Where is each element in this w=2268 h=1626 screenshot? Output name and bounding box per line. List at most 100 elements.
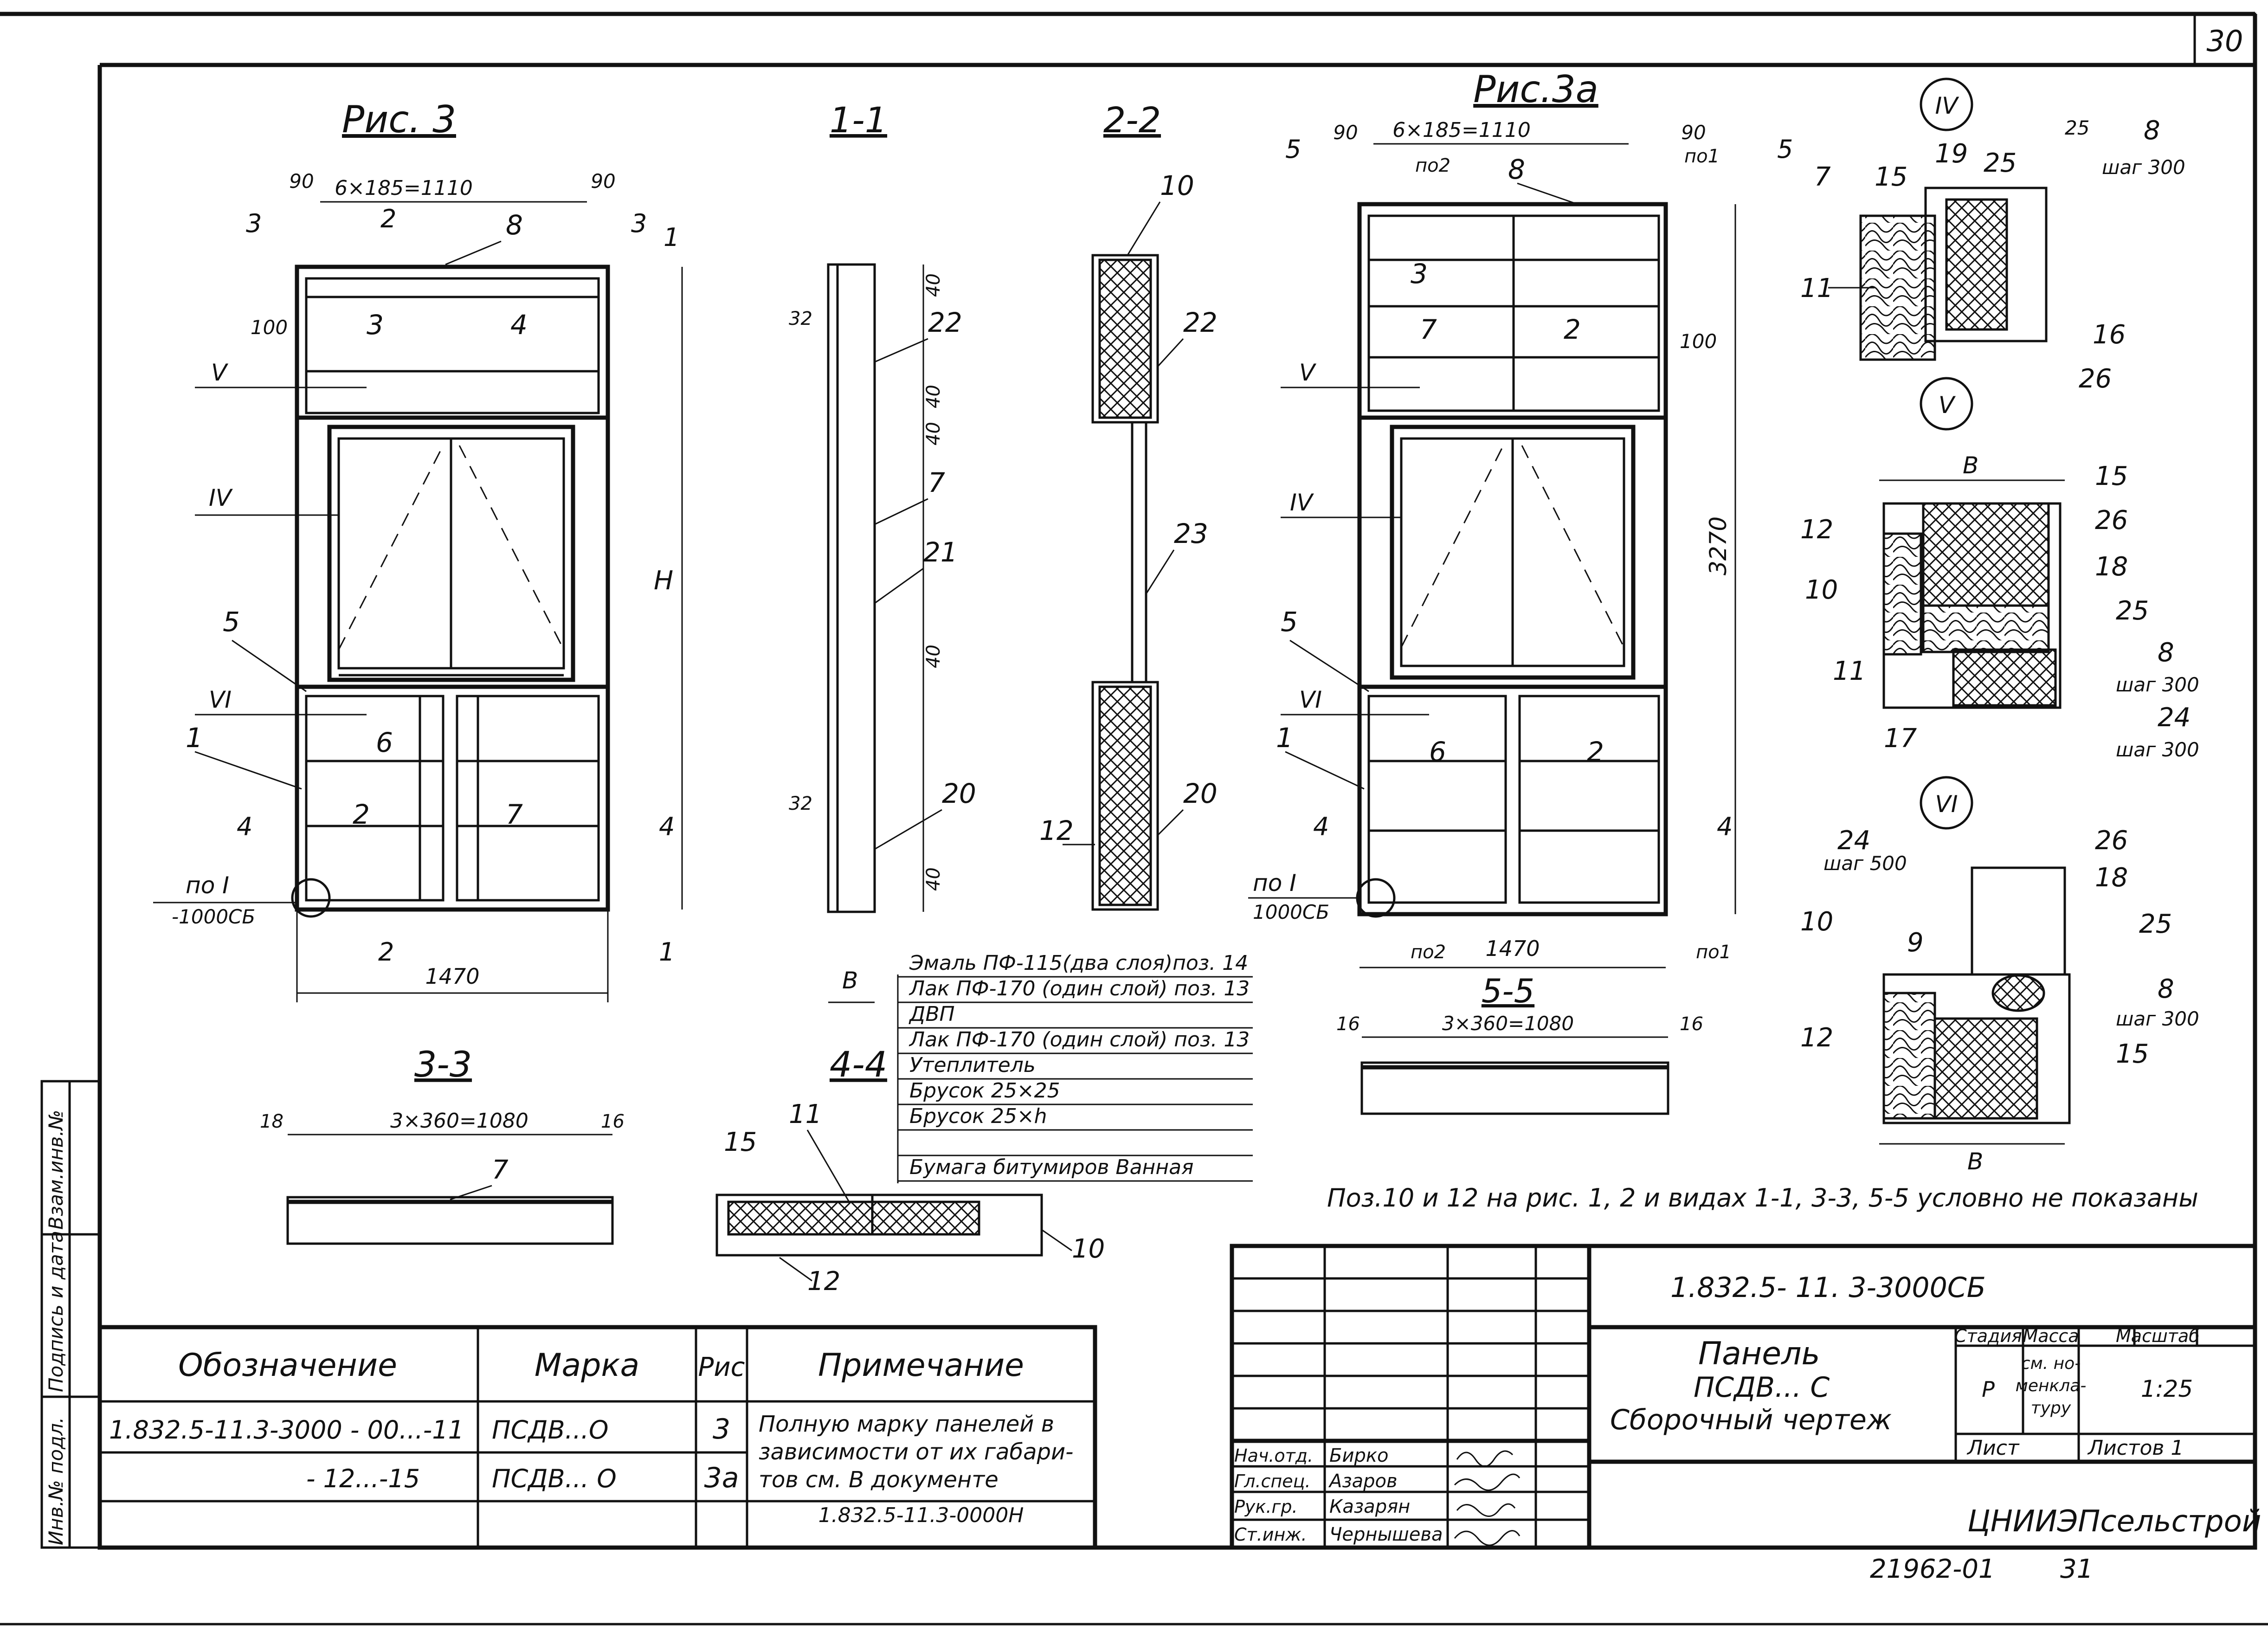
footer-code: 21962-01 <box>1870 1554 1995 1584</box>
fig3a-label-7: 7 <box>1420 314 1437 345</box>
stamp-inv-no: Инв.№ подл. <box>45 1417 67 1545</box>
fig3a-label-2-top: 2 <box>1564 314 1581 345</box>
layer-legend <box>897 974 1253 1183</box>
nodeV-label-25: 25 <box>2116 596 2149 626</box>
title-role-4: Ст.инж. <box>1234 1524 1307 1545</box>
title-name-1: Панель <box>1698 1336 1820 1372</box>
sec22-label-23: 23 <box>1174 518 1208 549</box>
nodeVI-label-18: 18 <box>2095 863 2128 893</box>
section-5-5: 5-5 3×360=1080 16 16 <box>1336 972 1703 1115</box>
title-sheet-label: Лист <box>1966 1436 2020 1460</box>
spec-remark-3: тов см. В документе <box>759 1467 999 1493</box>
nodeV-label-26: 26 <box>2095 505 2128 536</box>
legend-row-4: Лак ПФ-170 (один слой) поз. 13 <box>908 1028 1250 1052</box>
fig3-view-V: V <box>211 359 229 386</box>
fig3-dim-top: 6×185=1110 <box>335 176 473 200</box>
sec22-label-10: 10 <box>1160 170 1194 201</box>
stamp-replace-inv: Взам.инв.№ <box>45 1110 67 1230</box>
nodeV-label-8: 8 <box>2158 638 2174 668</box>
fig3-label-6: 6 <box>376 727 393 758</box>
spec-header-remark: Примечание <box>818 1347 1024 1384</box>
figure-3a: Рис.3а 6×185=1110 90 90 по2 по1 1470 327… <box>1248 68 1793 968</box>
fig3a-label-5: 5 <box>1281 606 1298 638</box>
spec-row1-fig: 3 <box>713 1413 730 1445</box>
fig3a-dim-width: 1470 <box>1485 936 1540 961</box>
fig3-view-VI: VI <box>209 686 232 713</box>
fig3-sec-3-left: 3 <box>246 209 262 238</box>
nodeV-label-12: 12 <box>1800 515 1833 545</box>
fig3a-label-8: 8 <box>1508 154 1525 185</box>
nodeVI-label-10: 10 <box>1800 907 1833 937</box>
sec11-dim-40-c: 40 <box>923 422 944 445</box>
nodeVI-step-1: шаг 500 <box>1823 852 1907 875</box>
nodeVI-label-12: 12 <box>1800 1023 1833 1053</box>
fig3a-view-IV: IV <box>1290 489 1314 516</box>
fig3-dim-width: 1470 <box>425 964 479 989</box>
legend-row-3: ДВП <box>908 1002 955 1026</box>
node-VI: VI В 24 шаг 500 26 18 10 9 25 8 шаг 300 … <box>1800 776 2199 1175</box>
fig3-sec-2-bottom: 2 <box>378 937 394 967</box>
section-2-2: 2-2 10 22 23 12 20 <box>1039 99 1218 911</box>
fig3-dim-90-right: 90 <box>591 170 615 193</box>
fig3-sec-2-top: 2 <box>380 204 396 233</box>
fig3a-sec-4-left: 4 <box>1313 812 1329 841</box>
fig3-sec-1-top: 1 <box>664 223 679 252</box>
nodeIV-title: IV <box>1935 92 1960 119</box>
spec-remark-4: 1.832.5-11.3-0000Н <box>818 1503 1024 1527</box>
spec-row1-mark: ПСДВ...О <box>492 1415 609 1445</box>
sec44-label-10: 10 <box>1072 1234 1105 1264</box>
spec-table <box>97 1325 1097 1550</box>
sec55-dim-main: 3×360=1080 <box>1442 1012 1574 1035</box>
spec-header-mark: Марка <box>535 1347 639 1384</box>
nodeIV-label-15: 15 <box>1875 162 1907 192</box>
title-role-2: Гл.спец. <box>1234 1471 1311 1491</box>
nodeVI-label-8: 8 <box>2158 974 2174 1004</box>
sec55-dim-16-left: 16 <box>1336 1013 1360 1035</box>
spec-row1-designation: 1.832.5-11.3-3000 - 00...-11 <box>109 1415 464 1445</box>
title-mass-1: см. но- <box>2021 1354 2081 1373</box>
spec-row2-mark: ПСДВ... О <box>492 1464 617 1493</box>
sec44-label-15: 15 <box>724 1127 757 1157</box>
fig3-sec-1-bottom: 1 <box>659 937 675 967</box>
sec44-label-12: 12 <box>807 1266 840 1297</box>
fig3-label-5: 5 <box>223 606 240 638</box>
sec33-dim-18: 18 <box>260 1111 284 1132</box>
sec11-label-21: 21 <box>923 536 958 568</box>
fig3a-dim-100: 100 <box>1680 330 1717 353</box>
nodeIV-label-19: 19 <box>1935 139 1968 169</box>
fig3a-note-code: 1000СБ <box>1253 901 1329 923</box>
node-V: V В 12 10 11 17 15 26 18 25 8 шаг 300 24… <box>1800 377 2199 761</box>
fig3-label-3: 3 <box>367 309 384 341</box>
legend-row-6: Брусок 25×25 <box>909 1079 1060 1103</box>
fig3a-ref-po1-bottom: по1 <box>1696 942 1731 963</box>
fig3-view-IV: IV <box>209 484 233 511</box>
fig3-dim-height: H <box>654 566 673 596</box>
nodeV-label-15: 15 <box>2095 461 2128 491</box>
nodeV-label-18: 18 <box>2095 552 2128 582</box>
title-org: ЦНИИЭПсельстрой <box>1967 1504 2261 1539</box>
fig3-note-code: -1000СБ <box>172 905 255 928</box>
sec11-label-22: 22 <box>928 307 962 338</box>
sec11-dim-40-d: 40 <box>923 645 944 668</box>
nodeVI-label-15: 15 <box>2116 1039 2149 1069</box>
fig3a-sec-5-left: 5 <box>1285 135 1301 164</box>
sec44-title: 4-4 <box>830 1044 887 1085</box>
title-stage-header: Стадия <box>1954 1326 2022 1346</box>
section-1-1: 1-1 40 40 40 40 40 32 32 22 7 21 20 В <box>789 99 976 1003</box>
signature-4 <box>1454 1530 1521 1546</box>
fig3-label-2: 2 <box>353 799 370 830</box>
nodeVI-label-25: 25 <box>2139 909 2172 939</box>
fig3a-label-3: 3 <box>1411 258 1428 290</box>
fig3-sec-4-left: 4 <box>237 812 252 841</box>
sec22-label-22: 22 <box>1183 307 1218 338</box>
nodeIV-label-7: 7 <box>1814 162 1831 192</box>
title-mass-2: менкла- <box>2016 1376 2087 1395</box>
nodeV-title: V <box>1939 392 1956 419</box>
fig3-label-1: 1 <box>186 722 203 754</box>
nodeV-label-17: 17 <box>1884 723 1917 754</box>
nodeVI-label-9: 9 <box>1907 928 1924 958</box>
title-mass-header: Масса <box>2023 1326 2079 1346</box>
spec-remark-1: Полную марку панелей в <box>759 1411 1054 1437</box>
